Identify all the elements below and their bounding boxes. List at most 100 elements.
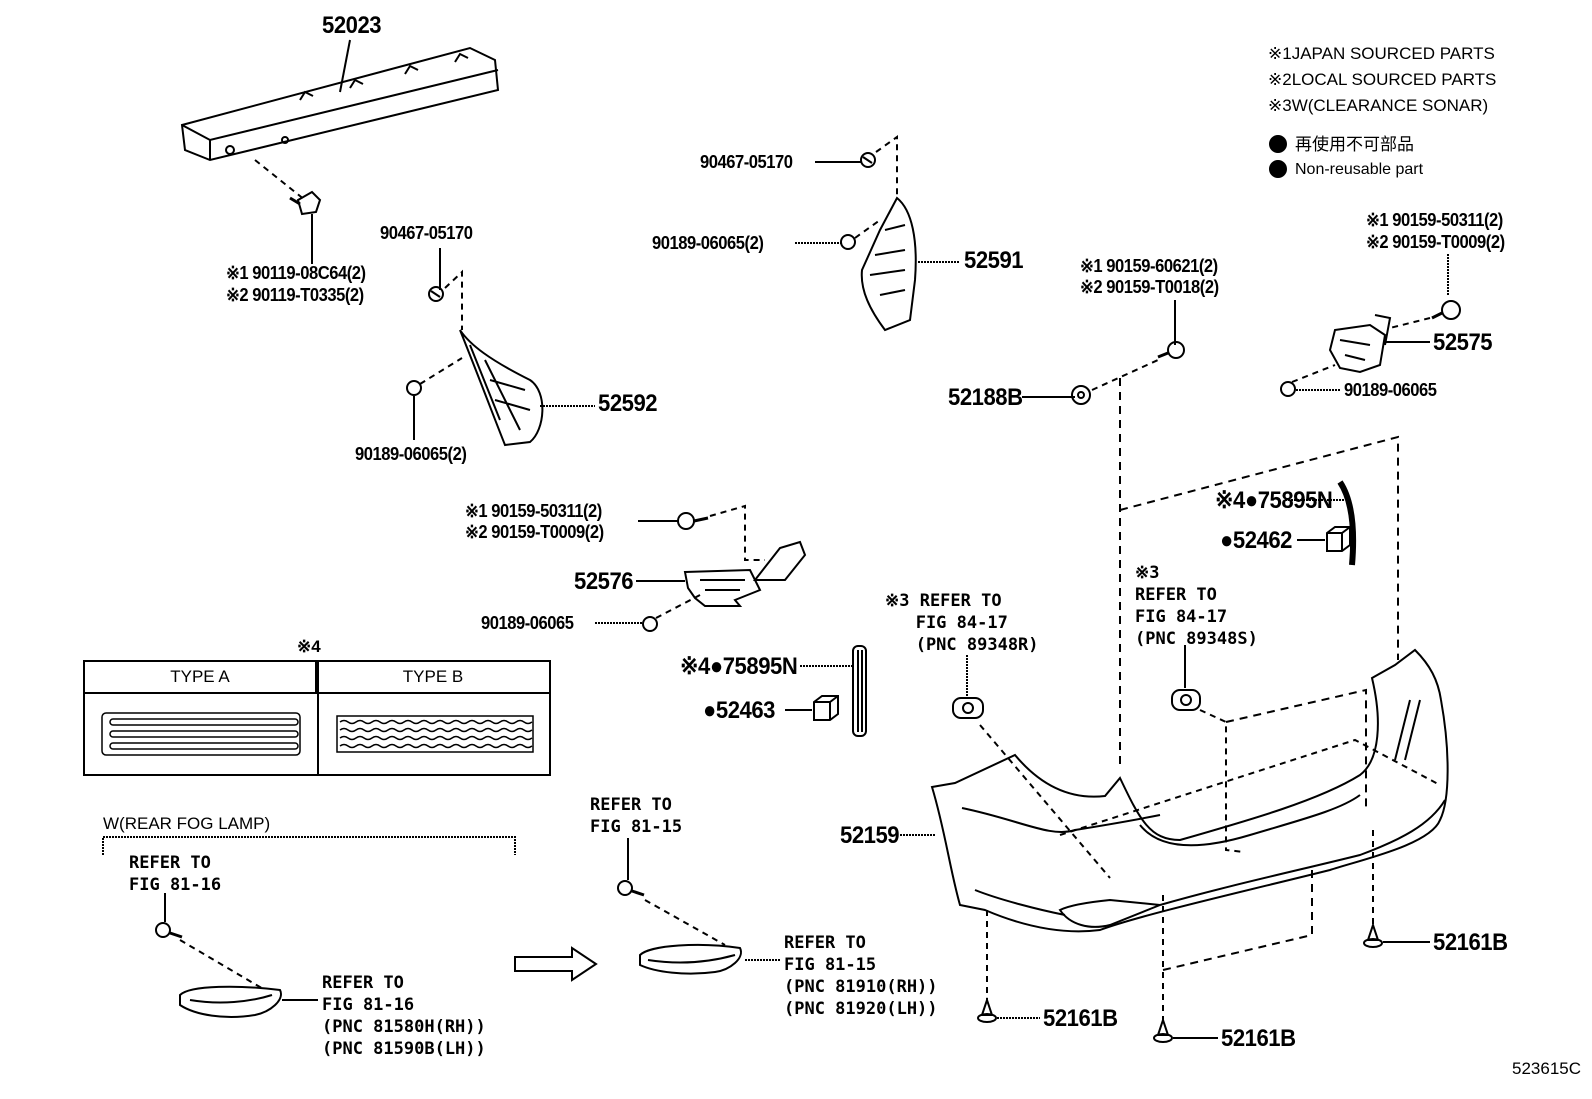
nut-90189-mid-icon bbox=[642, 616, 658, 632]
part-label-52576[interactable]: 52576 bbox=[574, 568, 634, 595]
retainer-52575-drawing bbox=[1328, 314, 1392, 374]
legend-note-3: ※3W(CLEARANCE SONAR) bbox=[1268, 96, 1489, 115]
fog-lamp-group-label: W(REAR FOG LAMP) bbox=[103, 814, 271, 833]
bumper-cover-52159-drawing bbox=[930, 648, 1449, 933]
ref-fog-lamp[interactable]: REFER TO FIG 81-16 (PNC 81580H(RH)) (PNC… bbox=[322, 973, 486, 1059]
dash-90467-center bbox=[875, 135, 898, 198]
part-label-52161B-c[interactable]: 52161B bbox=[1433, 929, 1508, 956]
type-b-header: TYPE B bbox=[317, 662, 549, 694]
bumper-reinforcement-drawing bbox=[180, 46, 500, 162]
part-label-52591[interactable]: 52591 bbox=[964, 247, 1024, 274]
ref-sonar-left[interactable]: ※3 REFER TO FIG 84-17 (PNC 89348R) bbox=[885, 591, 1039, 655]
legend-note-1: ※1JAPAN SOURCED PARTS bbox=[1268, 44, 1495, 63]
pad-52462-icon bbox=[1326, 526, 1351, 552]
retainer-52576-drawing bbox=[683, 540, 807, 607]
ref-sonar-right[interactable]: ※3 REFER TO FIG 84-17 (PNC 89348S) bbox=[1135, 563, 1258, 649]
dash-fog-bolt bbox=[179, 939, 266, 991]
clip-52188B-icon bbox=[1071, 385, 1091, 405]
part-label-90159-right-2[interactable]: ※2 90159-T0009(2) bbox=[1366, 232, 1505, 252]
type-a-header: TYPE A bbox=[85, 662, 317, 694]
dash-52023-bolt bbox=[254, 159, 306, 201]
bullet-icon bbox=[1269, 135, 1287, 153]
variant-type-table: TYPE A TYPE B bbox=[83, 660, 551, 776]
part-label-90159-center-2[interactable]: ※2 90159-T0018(2) bbox=[1080, 277, 1219, 297]
sonar-sensor-left-icon bbox=[952, 697, 984, 719]
bracket-52591-drawing bbox=[860, 196, 917, 332]
part-label-90189-left[interactable]: 90189-06065(2) bbox=[355, 444, 467, 464]
part-label-52575[interactable]: 52575 bbox=[1433, 329, 1493, 356]
bolt-90119-icon bbox=[289, 190, 322, 216]
part-label-75895N-left[interactable]: ※4●75895N bbox=[680, 653, 798, 680]
part-label-75895N-right[interactable]: ※4●75895N bbox=[1215, 487, 1333, 514]
ref-reflector-bolt[interactable]: REFER TO FIG 81-15 bbox=[590, 795, 683, 837]
bolt-fog-icon bbox=[155, 922, 183, 939]
arrow-icon bbox=[514, 946, 598, 982]
dash-90189-left bbox=[419, 357, 463, 385]
dash-reflector-bolt bbox=[644, 899, 726, 946]
dash-sonar-right-box bbox=[1225, 688, 1367, 810]
clip-90467-left-icon bbox=[428, 286, 444, 302]
dash-90467-left bbox=[444, 269, 463, 330]
clip-90467-center-icon bbox=[860, 152, 876, 168]
part-label-52161B-a[interactable]: 52161B bbox=[1043, 1005, 1118, 1032]
screw-90159-center-icon bbox=[1157, 341, 1185, 359]
part-label-90159-mid-2[interactable]: ※2 90159-T0009(2) bbox=[465, 522, 604, 542]
legend-note-2: ※2LOCAL SOURCED PARTS bbox=[1268, 70, 1497, 89]
part-label-90119-1[interactable]: ※1 90119-08C64(2) bbox=[226, 263, 366, 283]
dash-sonar-right bbox=[1199, 709, 1245, 853]
clip-52161B-b-icon bbox=[1153, 1016, 1173, 1043]
part-label-90159-right-1[interactable]: ※1 90159-50311(2) bbox=[1366, 210, 1503, 230]
part-label-90189-mid[interactable]: 90189-06065 bbox=[481, 613, 574, 633]
part-label-52161B-b[interactable]: 52161B bbox=[1221, 1025, 1296, 1052]
reflector-75895N-left-drawing bbox=[852, 645, 867, 737]
type-divider bbox=[317, 662, 319, 774]
part-label-52159[interactable]: 52159 bbox=[840, 822, 900, 849]
dash-reflector-right bbox=[1119, 435, 1399, 660]
part-label-90159-center-1[interactable]: ※1 90159-60621(2) bbox=[1080, 256, 1218, 276]
nut-90189-left-icon bbox=[406, 380, 422, 396]
dash-52161B-b-box bbox=[1162, 870, 1313, 971]
legend-non-reusable-jp: 再使用不可部品 bbox=[1295, 135, 1414, 154]
dash-bumper-inner bbox=[1059, 738, 1441, 836]
part-label-52462[interactable]: ●52462 bbox=[1220, 527, 1292, 554]
figure-code: 523615C bbox=[1512, 1059, 1582, 1078]
part-label-52188B[interactable]: 52188B bbox=[948, 384, 1023, 411]
nut-90189-center-icon bbox=[840, 234, 856, 250]
dash-90189-center bbox=[854, 219, 881, 239]
clip-52161B-a-icon bbox=[977, 996, 997, 1023]
dash-sonar-left bbox=[979, 724, 1111, 879]
dash-52188B bbox=[1091, 359, 1159, 391]
part-label-90189-right[interactable]: 90189-06065 bbox=[1344, 380, 1437, 400]
bullet-icon bbox=[1269, 160, 1287, 178]
reflector-lamp-drawing bbox=[639, 943, 742, 975]
type-a-pattern bbox=[101, 712, 301, 756]
reflector-75895N-right-drawing bbox=[1337, 480, 1357, 566]
screw-90159-right-icon bbox=[1431, 300, 1461, 320]
part-label-52592[interactable]: 52592 bbox=[598, 390, 658, 417]
pad-52463-icon bbox=[813, 695, 839, 721]
part-label-90159-mid-1[interactable]: ※1 90159-50311(2) bbox=[465, 501, 602, 521]
part-label-90467-center[interactable]: 90467-05170 bbox=[700, 152, 793, 172]
ref-fog-bolt[interactable]: REFER TO FIG 81-16 bbox=[129, 853, 222, 895]
bracket-52592-drawing bbox=[459, 329, 544, 447]
ref-reflector[interactable]: REFER TO FIG 81-15 (PNC 81910(RH)) (PNC … bbox=[784, 933, 938, 1019]
part-label-90467-left[interactable]: 90467-05170 bbox=[380, 223, 473, 243]
dash-90189-right bbox=[1291, 364, 1336, 383]
leader-52023 bbox=[339, 39, 351, 93]
fog-lamp-group-bracket bbox=[102, 836, 516, 855]
fog-lamp-drawing bbox=[179, 985, 282, 1018]
sonar-sensor-right-icon bbox=[1171, 689, 1201, 711]
dash-90189-mid bbox=[655, 594, 701, 619]
screw-90159-mid-icon bbox=[677, 512, 709, 530]
dash-90159-right bbox=[1389, 317, 1431, 329]
part-label-52463[interactable]: ●52463 bbox=[703, 697, 775, 724]
dash-90159-mid bbox=[709, 504, 765, 561]
part-label-52023[interactable]: 52023 bbox=[322, 12, 382, 39]
type-b-pattern bbox=[336, 715, 534, 753]
nut-90189-right-icon bbox=[1280, 381, 1296, 397]
part-label-90189-center[interactable]: 90189-06065(2) bbox=[652, 233, 764, 253]
part-label-90119-2[interactable]: ※2 90119-T0335(2) bbox=[226, 285, 364, 305]
bolt-reflector-icon bbox=[617, 880, 645, 897]
clip-52161B-c-icon bbox=[1363, 921, 1383, 948]
